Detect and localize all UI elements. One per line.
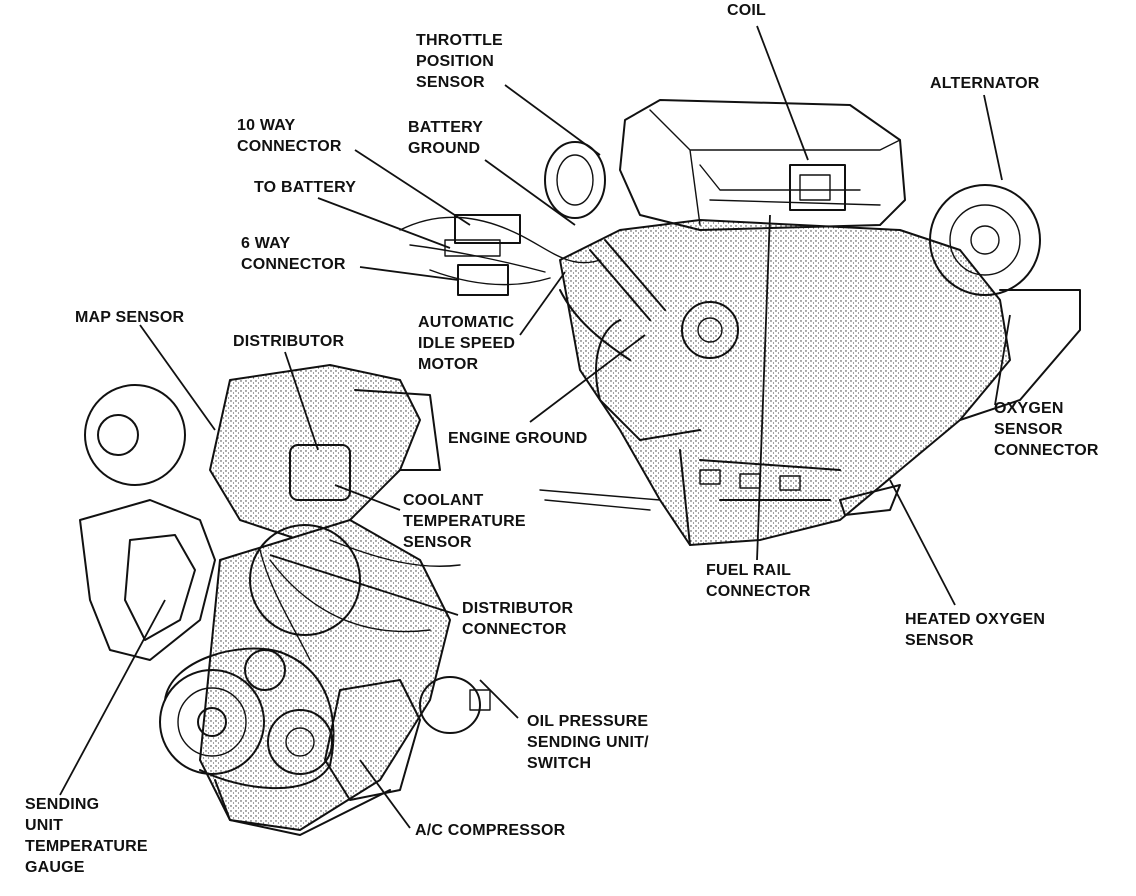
label-distributor: DISTRIBUTOR [233,333,345,350]
label-coil: COIL [727,2,767,19]
label-engine-ground: ENGINE GROUND [448,430,588,447]
lower-engine-view [79,364,491,836]
label-coolant-temperature-sensor: COOLANT TEMPERATURE SENSOR [403,492,526,551]
label-battery-ground: BATTERY GROUND [408,119,484,157]
label-alternator: ALTERNATOR [930,75,1040,92]
label-sending-unit-temperature-gauge: SENDING UNIT TEMPERATURE GAUGE [25,796,148,876]
label-fuel-rail-connector: FUEL RAIL CONNECTOR [706,562,811,600]
label-10-way-connector: 10 WAY CONNECTOR [237,117,342,155]
label-6-way-connector: 6 WAY CONNECTOR [241,235,346,273]
label-oxygen-sensor-connector: OXYGEN SENSOR CONNECTOR [994,400,1099,459]
label-oil-pressure-sending-unit: OIL PRESSURE SENDING UNIT/ SWITCH [527,713,649,772]
leader-lines [59,25,1011,829]
label-automatic-idle-speed-motor: AUTOMATIC IDLE SPEED MOTOR [418,314,516,373]
label-to-battery: TO BATTERY [254,179,357,196]
label-map-sensor: MAP SENSOR [75,309,185,326]
label-ac-compressor: A/C COMPRESSOR [415,822,566,839]
label-throttle-position-sensor: THROTTLE POSITION SENSOR [416,32,503,91]
label-heated-oxygen-sensor: HEATED OXYGEN SENSOR [905,611,1046,649]
label-distributor-connector: DISTRIBUTOR CONNECTOR [462,600,574,638]
upper-engine-view [399,99,1081,546]
